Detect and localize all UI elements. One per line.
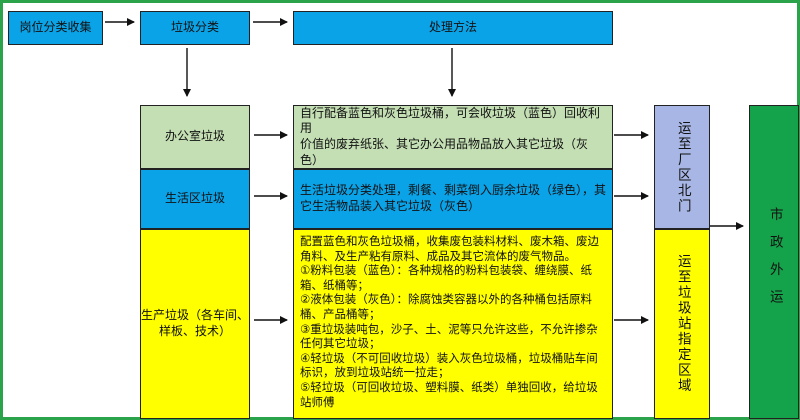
box-method-header: 处理方法: [293, 11, 613, 45]
box-classify: 垃圾分类: [140, 11, 250, 45]
box-city: 市政外运: [749, 105, 799, 419]
box-north-gate: 运至厂区北门: [654, 105, 710, 229]
box-classify-label: 垃圾分类: [170, 20, 219, 35]
box-collect: 岗位分类收集: [8, 11, 103, 45]
box-production-label: 生产垃圾（各车间、 样板、技术）: [141, 308, 250, 338]
box-method-production: 配置蓝色和灰色垃圾桶，收集废包装料材料、废木箱、废边 角料、及生产粘有原料、成品…: [293, 229, 613, 419]
box-station-label: 运至垃圾站指定区域: [674, 254, 691, 394]
box-living: 生活区垃圾: [140, 169, 250, 229]
box-method-production-text: 配置蓝色和灰色垃圾桶，收集废包装料材料、废木箱、废边 角料、及生产粘有原料、成品…: [300, 234, 599, 409]
box-living-label: 生活区垃圾: [164, 191, 225, 206]
box-city-label: 市政外运: [766, 207, 783, 317]
box-production: 生产垃圾（各车间、 样板、技术）: [140, 229, 250, 419]
box-north-gate-label: 运至厂区北门: [674, 120, 691, 214]
box-office-label: 办公室垃圾: [164, 129, 225, 144]
box-office: 办公室垃圾: [140, 105, 250, 169]
box-method-office: 自行配备蓝色和灰色垃圾桶，可会收垃圾（蓝色）回收利用 价值的废弃纸张、其它办公用…: [293, 105, 613, 169]
box-method-office-text: 自行配备蓝色和灰色垃圾桶，可会收垃圾（蓝色）回收利用 价值的废弃纸张、其它办公用…: [300, 105, 601, 167]
box-collect-label: 岗位分类收集: [19, 20, 92, 35]
box-station: 运至垃圾站指定区域: [654, 229, 710, 419]
box-method-living: 生活垃圾分类处理，剩餐、剩菜倒入厨余垃圾（绿色），其 它生活物品装入其它垃圾（灰…: [293, 169, 613, 229]
box-method-living-text: 生活垃圾分类处理，剩餐、剩菜倒入厨余垃圾（绿色），其 它生活物品装入其它垃圾（灰…: [300, 183, 607, 213]
box-method-header-label: 处理方法: [428, 20, 477, 35]
